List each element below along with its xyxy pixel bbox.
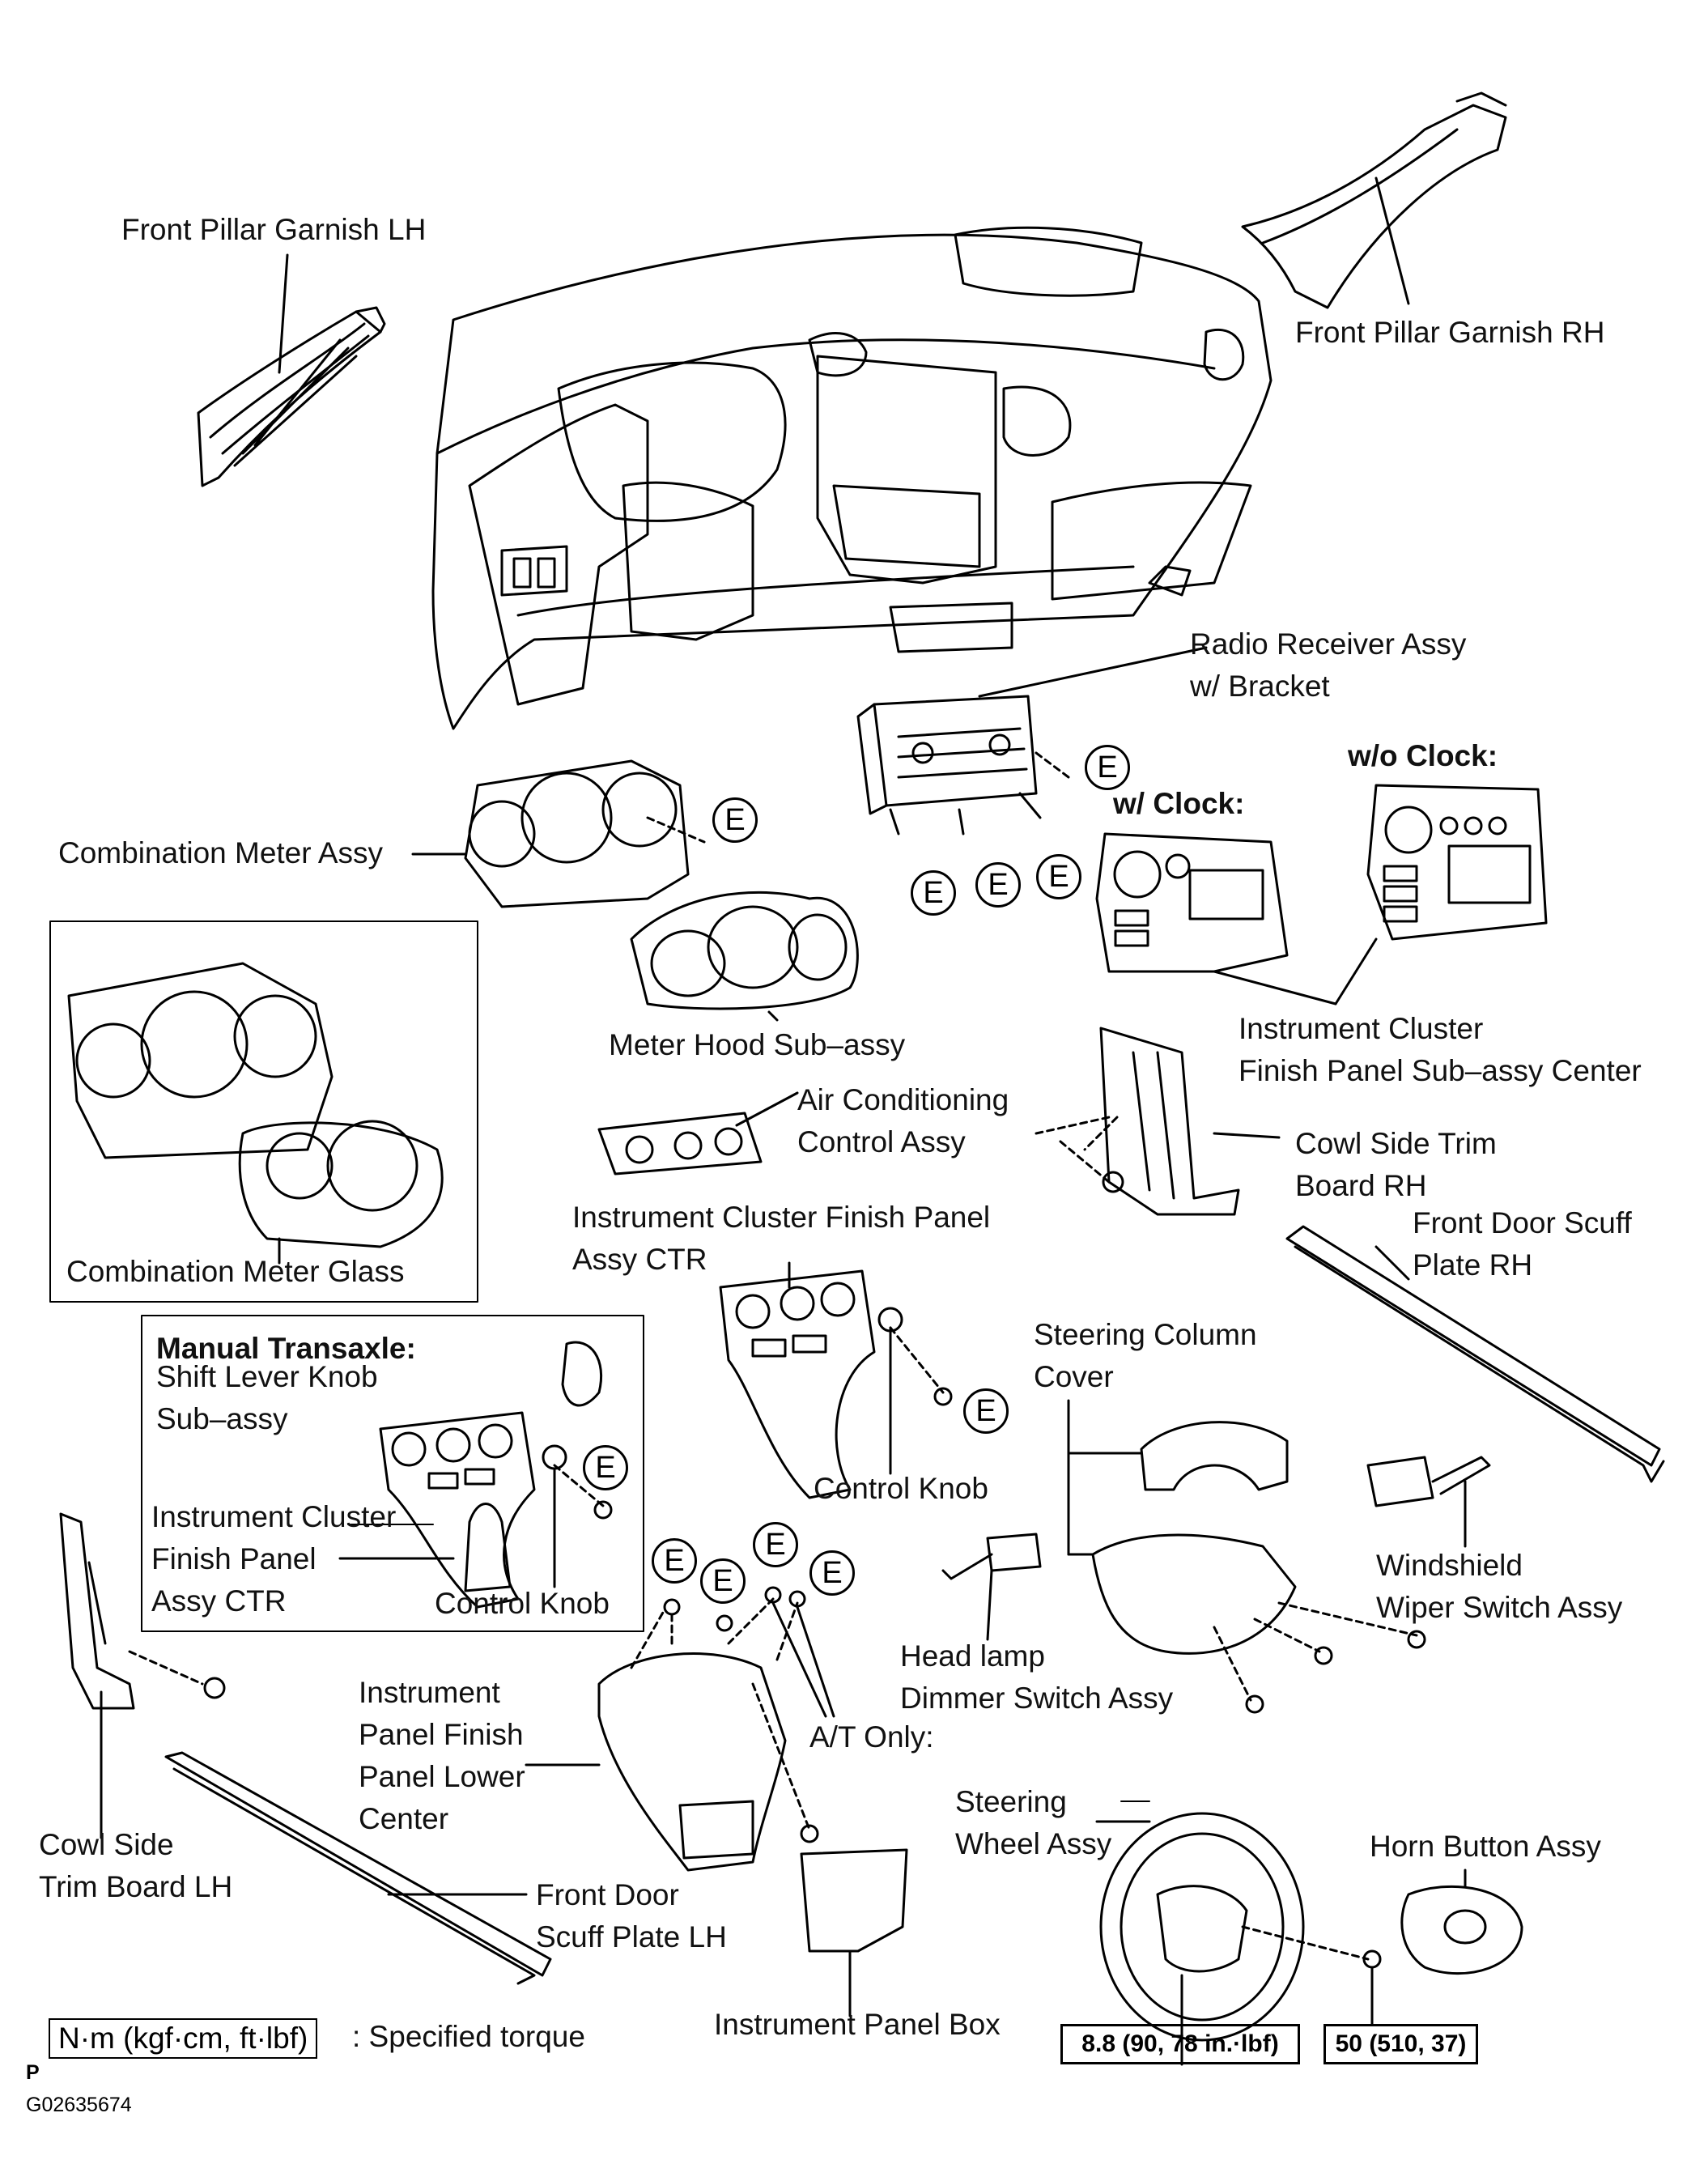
horn-button-drawing [1370,1869,1523,2026]
torque-legend-text: : Specified torque [352,2020,585,2053]
label-front-pillar-garnish-lh: Front Pillar Garnish LH [121,213,427,246]
clip-mark-e: E [1036,854,1081,899]
front-pillar-garnish-lh-drawing [197,253,386,487]
torque-steering-wheel: 8.8 (90, 78 in.·lbf) [1060,2024,1300,2064]
combination-meter-drawing [411,759,706,908]
manual-transaxle-box [141,1315,644,1632]
headlamp-dimmer-switch-drawing [941,1533,1042,1641]
page-mark: P [26,2061,40,2084]
clip-mark-e: E [809,1550,855,1596]
instrument-panel-drawing [431,226,1273,730]
steering-column-cover-drawing [1067,1399,1426,1714]
label-front-door-scuff-rh: Front Door Scuff Plate RH [1413,1206,1632,1282]
label-front-door-scuff-lh: Front Door Scuff Plate LH [536,1878,727,1954]
label-instrument-cluster-center: Instrument Cluster Finish Panel Sub–assy… [1239,1012,1642,1087]
label-cowl-side-lh: Cowl Side Trim Board LH [39,1828,233,1903]
label-steering-column-cover: Steering Column Cover [1034,1318,1257,1393]
label-wo-clock: w/o Clock: [1348,739,1498,772]
clip-mark-e: E [963,1388,1009,1434]
clip-mark-e: E [911,870,956,916]
front-door-scuff-lh-drawing [164,1751,552,1985]
label-head-lamp-dimmer: Head lamp Dimmer Switch Assy [900,1639,1174,1715]
label-manual-transaxle: Manual Transaxle: [156,1332,416,1365]
label-combination-meter: Combination Meter Assy [58,836,384,869]
clip-mark-e: E [700,1558,746,1604]
label-instrument-panel-box: Instrument Panel Box [714,2008,1001,2041]
label-windshield-wiper: Windshield Wiper Switch Assy [1376,1549,1623,1624]
front-pillar-garnish-rh-drawing [1241,91,1507,309]
clip-mark-e: E [753,1522,798,1567]
radio-receiver-drawing [856,646,1208,835]
front-door-scuff-rh-drawing [1285,1225,1665,1483]
label-control-knob: Control Knob [814,1472,988,1505]
label-steering-wheel: Steering Wheel Assy [955,1785,1112,1860]
clip-mark-e: E [583,1445,628,1490]
label-meter-hood: Meter Hood Sub–assy [609,1028,906,1061]
clip-mark-e: E [1085,745,1130,790]
clip-mark-e: E [652,1538,697,1584]
cowl-side-rh-drawing [1083,1027,1281,1216]
label-w-clock: w/ Clock: [1113,787,1245,820]
figure-id: G02635674 [26,2094,132,2116]
steering-wheel-drawing [1095,1812,1382,2066]
cowl-side-lh-drawing [59,1512,226,1839]
label-shift-lever-knob: Shift Lever Knob Sub–assy [156,1360,378,1435]
torque-legend-unit: N·m (kgf·cm, ft·lbf) [49,2018,318,2059]
label-horn-button: Horn Button Assy [1370,1830,1601,1863]
instrument-cluster-ctr-drawing [719,1261,953,1499]
label-cowl-side-rh: Cowl Side Trim Board RH [1295,1127,1497,1202]
label-air-conditioning: Air Conditioning Control Assy [797,1083,1009,1159]
windshield-wiper-switch-drawing [1366,1456,1491,1548]
label-combination-meter-glass: Combination Meter Glass [66,1255,405,1288]
center-panel-with-clock-drawing [1095,832,1337,1005]
meter-hood-drawing [630,891,859,1022]
instrument-panel-lower-center-drawing [525,1586,835,1872]
label-radio-receiver: Radio Receiver Assy w/ Bracket [1190,627,1467,703]
clip-mark-e: E [712,797,758,843]
label-instrument-cluster-ctr: Instrument Cluster Finish Panel Assy CTR [572,1201,991,1276]
label-front-pillar-garnish-rh: Front Pillar Garnish RH [1295,316,1605,349]
torque-horn-button: 50 (510, 37) [1323,2024,1478,2064]
instrument-panel-box-drawing [800,1848,908,2017]
label-control-knob-mt: Control Knob [435,1587,610,1620]
label-at-only: A/T Only: [809,1720,934,1754]
clip-mark-e: E [975,862,1021,908]
label-instrument-panel-lower: Instrument Panel Finish Panel Lower Cent… [359,1676,525,1835]
combination-meter-glass-box [49,920,478,1303]
air-conditioning-control-drawing [597,1091,1111,1184]
label-instrument-cluster-mt: Instrument Cluster Finish Panel Assy CTR [151,1500,397,1618]
center-panel-without-clock-drawing [1334,784,1548,1005]
leader-lines [347,1524,1150,1802]
